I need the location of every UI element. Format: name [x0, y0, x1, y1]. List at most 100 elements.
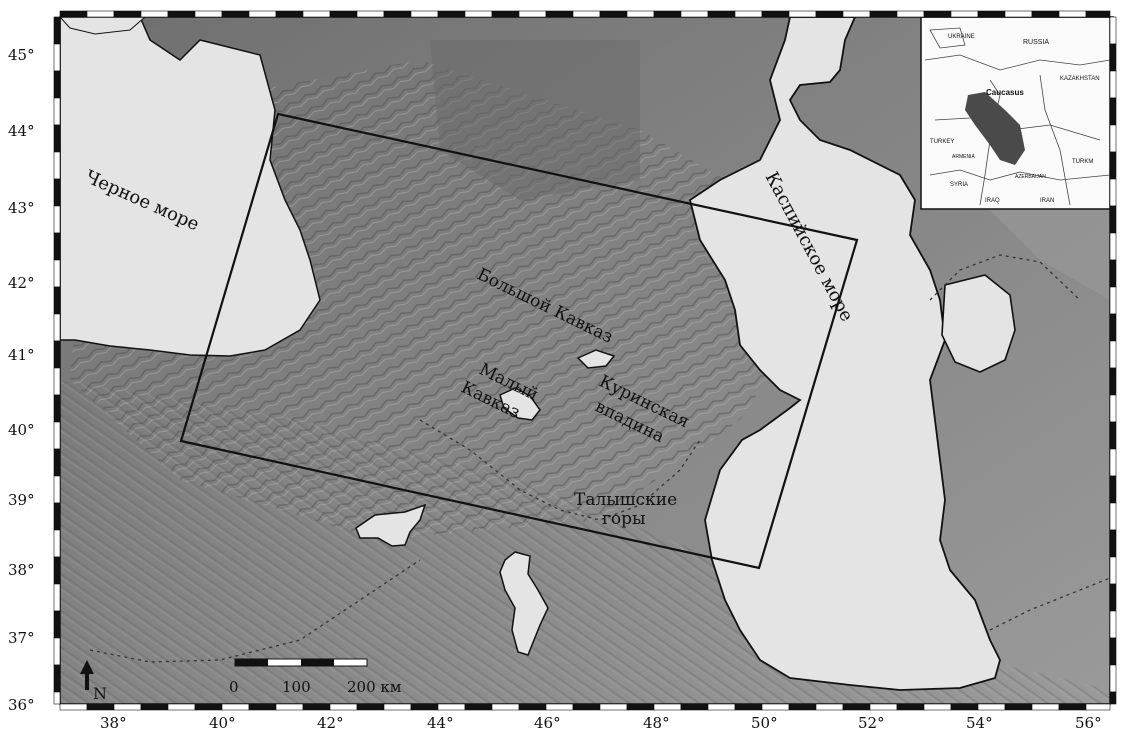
- frame-segment-bottom: [572, 703, 601, 711]
- black-sea: [60, 17, 321, 357]
- lat-tick-36: 36°: [8, 696, 35, 714]
- frame-segment-left: [53, 691, 61, 705]
- frame-segment-top: [140, 10, 169, 18]
- frame-segment-top: [329, 10, 358, 18]
- frame-segment-right: [1109, 367, 1117, 396]
- frame-segment-left: [53, 421, 61, 450]
- frame-segment-right: [1109, 43, 1117, 72]
- frame-segment-top: [923, 10, 952, 18]
- frame-segment-bottom: [1004, 703, 1033, 711]
- lon-tick-48: 48°: [643, 714, 670, 732]
- frame-segment-top: [707, 10, 736, 18]
- frame-segment-left: [53, 367, 61, 396]
- frame-segment-top: [248, 10, 277, 18]
- frame-segment-right: [1109, 205, 1117, 234]
- frame-segment-left: [53, 232, 61, 261]
- lon-tick-38: 38°: [100, 714, 127, 732]
- frame-segment-bottom: [707, 703, 736, 711]
- inset-label-iraq: IRAQ: [985, 198, 1000, 204]
- label-talysh-1: Талышские: [574, 490, 677, 510]
- frame-segment-left: [53, 313, 61, 342]
- lat-tick-41: 41°: [8, 346, 35, 364]
- frame-segment-bottom: [194, 703, 223, 711]
- frame-segment-left: [53, 124, 61, 153]
- frame-segment-right: [1109, 475, 1117, 504]
- frame-segment-right: [1109, 178, 1117, 207]
- frame-segment-right: [1109, 124, 1117, 153]
- lon-axis: 38° 40° 42° 44° 46° 48° 50° 52° 54° 56°: [100, 714, 1102, 732]
- inset-label-armenia: ARMENIA: [952, 154, 975, 160]
- lake-sevan: [499, 387, 541, 421]
- frame-segment-top: [1058, 10, 1087, 18]
- frame-segment-left: [53, 637, 61, 666]
- frame-segment-right: [1109, 664, 1117, 693]
- inset-label-azerbaijan: AZERBAIJAN: [1015, 174, 1046, 180]
- frame-segment-bottom: [1085, 703, 1111, 711]
- frame-segment-left: [53, 16, 61, 45]
- lon-tick-40: 40°: [209, 714, 236, 732]
- inset-map: RUSSIA UKRAINE KAZAKHSTAN Caucasus TURKE…: [920, 16, 1114, 210]
- frame-segment-right: [1109, 610, 1117, 639]
- lon-tick-54: 54°: [966, 714, 993, 732]
- frame-segment-right: [1109, 556, 1117, 585]
- lat-tick-45: 45°: [8, 46, 35, 64]
- azov-sea: [60, 17, 146, 35]
- kara-bogaz-gol: [941, 274, 1016, 373]
- lat-tick-39: 39°: [8, 491, 35, 509]
- frame-segment-bottom: [653, 703, 682, 711]
- lat-tick-40: 40°: [8, 421, 35, 439]
- frame-segment-right: [1109, 637, 1117, 666]
- mingachevir-reservoir: [576, 349, 616, 369]
- frame-segment-top: [383, 10, 412, 18]
- frame-segment-right: [1109, 16, 1117, 45]
- frame-segment-right: [1109, 70, 1117, 99]
- lowland-north: [430, 40, 640, 200]
- north-arrow: N: [80, 660, 107, 703]
- frame-segment-left: [53, 97, 61, 126]
- frame-segment-left: [53, 610, 61, 639]
- frame-segment-bottom: [599, 703, 628, 711]
- frame-segment-right: [1109, 97, 1117, 126]
- frame-segment-top: [977, 10, 1006, 18]
- frame-segment-right: [1109, 313, 1117, 342]
- frame-segment-bottom: [626, 703, 655, 711]
- frame-segment-bottom: [1031, 703, 1060, 711]
- frame-segment-top: [113, 10, 142, 18]
- frame-segment-left: [53, 583, 61, 612]
- frame-segment-left: [53, 151, 61, 180]
- frame-segment-top: [626, 10, 655, 18]
- frame-segment-top: [518, 10, 547, 18]
- frame-segment-top: [410, 10, 439, 18]
- frame-segment-top: [599, 10, 628, 18]
- frame-segment-right: [1109, 232, 1117, 261]
- lon-tick-44: 44°: [427, 714, 454, 732]
- frame-segment-bottom: [86, 703, 115, 711]
- frame-segment-bottom: [410, 703, 439, 711]
- frame-segment-bottom: [248, 703, 277, 711]
- lat-tick-38: 38°: [8, 561, 35, 579]
- frame-segment-top: [194, 10, 223, 18]
- frame-segment-bottom: [113, 703, 142, 711]
- inset-label-kazakhstan: KAZAKHSTAN: [1060, 76, 1100, 82]
- frame-segment-left: [53, 394, 61, 423]
- frame-segment-left: [53, 529, 61, 558]
- inset-label-turkey: TURKEY: [930, 139, 954, 145]
- frame-segment-bottom: [734, 703, 763, 711]
- frame-segment-top: [302, 10, 331, 18]
- frame-segment-top: [653, 10, 682, 18]
- frame-segment-left: [53, 70, 61, 99]
- frame-segment-right: [1109, 529, 1117, 558]
- inset-label-caucasus: Caucasus: [986, 88, 1024, 97]
- label-talysh-2: горы: [602, 509, 646, 529]
- frame-segment-top: [788, 10, 817, 18]
- frame-segment-top: [842, 10, 871, 18]
- frame-segment-right: [1109, 448, 1117, 477]
- frame-segment-bottom: [140, 703, 169, 711]
- frame-segment-left: [53, 259, 61, 288]
- frame-segment-bottom: [167, 703, 196, 711]
- frame-segment-right: [1109, 151, 1117, 180]
- frame-segment-bottom: [680, 703, 709, 711]
- caspian-sea: [688, 17, 1001, 691]
- frame-segment-bottom: [788, 703, 817, 711]
- frame-segment-top: [491, 10, 520, 18]
